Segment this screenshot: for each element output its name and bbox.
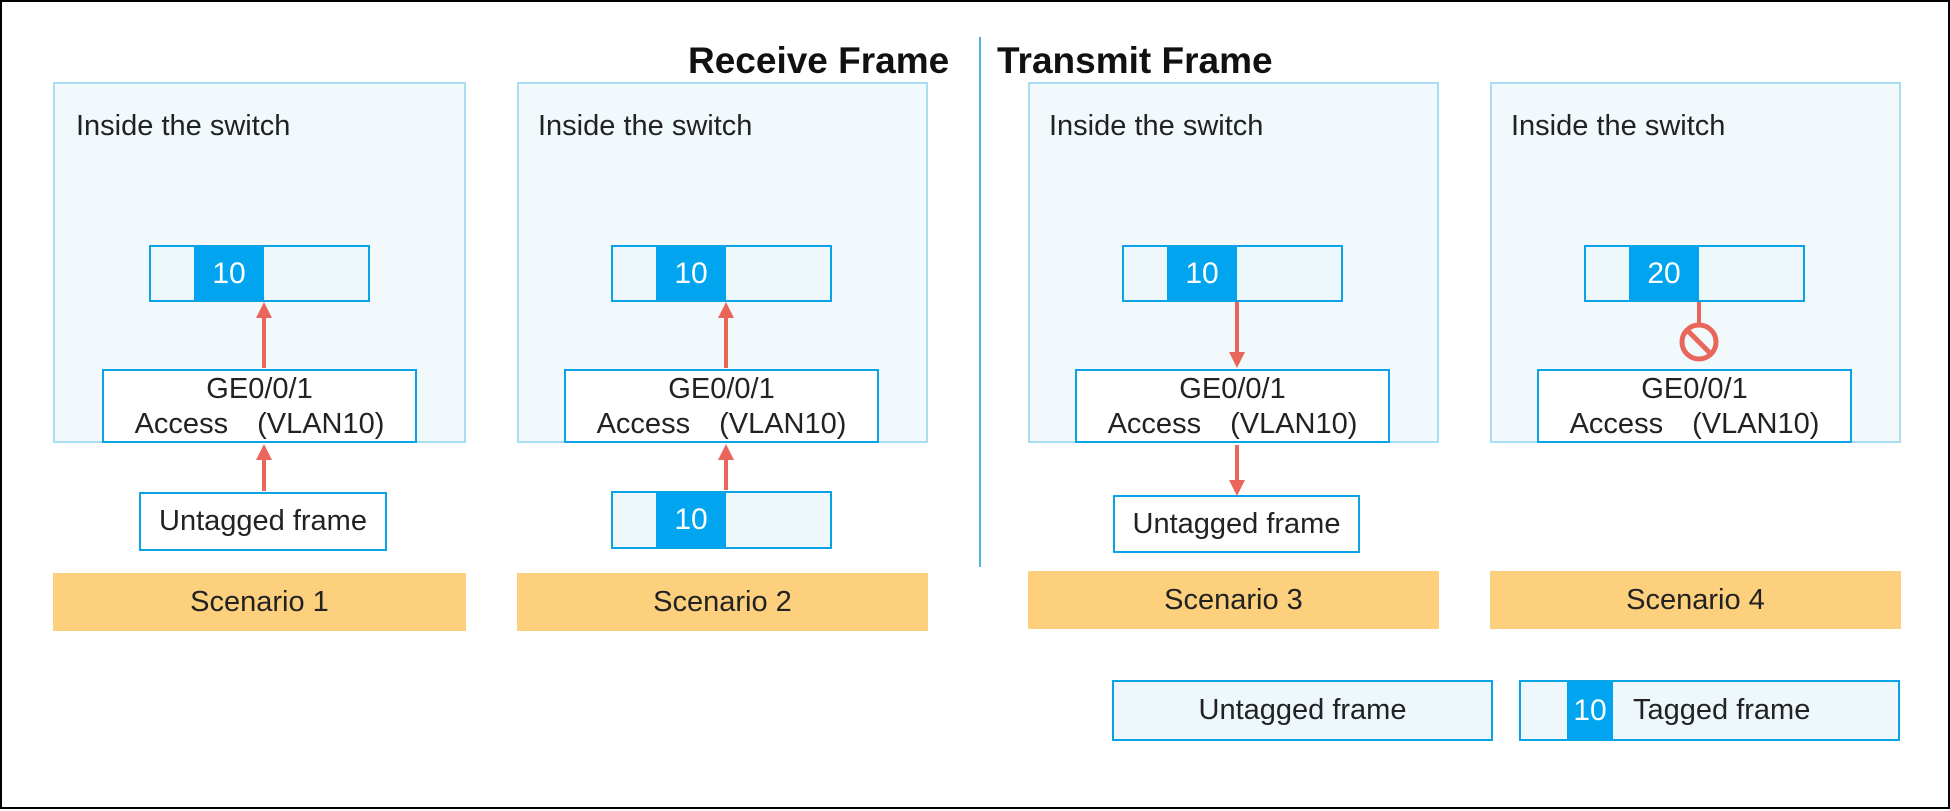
- section-divider: [979, 37, 981, 567]
- panel-title-4: Inside the switch: [1511, 110, 1726, 142]
- legend-tagged: 10 Tagged frame: [1519, 680, 1900, 741]
- tagged-frame-2: 10: [611, 491, 832, 549]
- untagged-frame-3: Untagged frame: [1113, 495, 1360, 553]
- scenario-label-1: Scenario 1: [53, 573, 466, 631]
- transmit-frame-heading: Transmit Frame: [997, 40, 1273, 81]
- internal-frame-2: 10: [611, 245, 832, 302]
- vlan-tag-2: 10: [656, 247, 726, 300]
- prohibited-icon: [1679, 322, 1719, 362]
- vlan-tag-4: 20: [1629, 247, 1699, 300]
- untagged-frame-1: Untagged frame: [139, 492, 387, 551]
- port-box-1: GE0/0/1 Access (VLAN10): [102, 369, 417, 443]
- port-name-3: GE0/0/1: [1179, 373, 1286, 405]
- panel-title-3: Inside the switch: [1049, 110, 1264, 142]
- vlan-tag-incoming-2: 10: [656, 493, 726, 547]
- port-mode-1: Access (VLAN10): [134, 408, 385, 440]
- port-box-4: GE0/0/1 Access (VLAN10): [1537, 369, 1852, 443]
- port-name-1: GE0/0/1: [206, 373, 313, 405]
- port-name-4: GE0/0/1: [1641, 373, 1748, 405]
- legend-tag: 10: [1567, 682, 1613, 739]
- internal-frame-3: 10: [1122, 245, 1343, 302]
- scenario-label-3: Scenario 3: [1028, 571, 1439, 629]
- port-box-3: GE0/0/1 Access (VLAN10): [1075, 369, 1390, 443]
- scenario-label-2: Scenario 2: [517, 573, 928, 631]
- panel-title-2: Inside the switch: [538, 110, 753, 142]
- internal-frame-4: 20: [1584, 245, 1805, 302]
- legend-untagged: Untagged frame: [1112, 680, 1493, 741]
- port-name-2: GE0/0/1: [668, 373, 775, 405]
- port-mode-3: Access (VLAN10): [1107, 408, 1358, 440]
- legend-untagged-label: Untagged frame: [1198, 694, 1407, 726]
- vlan-tag-3: 10: [1167, 247, 1237, 300]
- vlan-tag-1: 10: [194, 247, 264, 300]
- panel-title-1: Inside the switch: [76, 110, 291, 142]
- port-mode-4: Access (VLAN10): [1569, 408, 1820, 440]
- receive-frame-heading: Receive Frame: [688, 40, 950, 81]
- port-mode-2: Access (VLAN10): [596, 408, 847, 440]
- port-box-2: GE0/0/1 Access (VLAN10): [564, 369, 879, 443]
- internal-frame-1: 10: [149, 245, 370, 302]
- scenario-label-4: Scenario 4: [1490, 571, 1901, 629]
- legend-tagged-label: Tagged frame: [1633, 694, 1811, 726]
